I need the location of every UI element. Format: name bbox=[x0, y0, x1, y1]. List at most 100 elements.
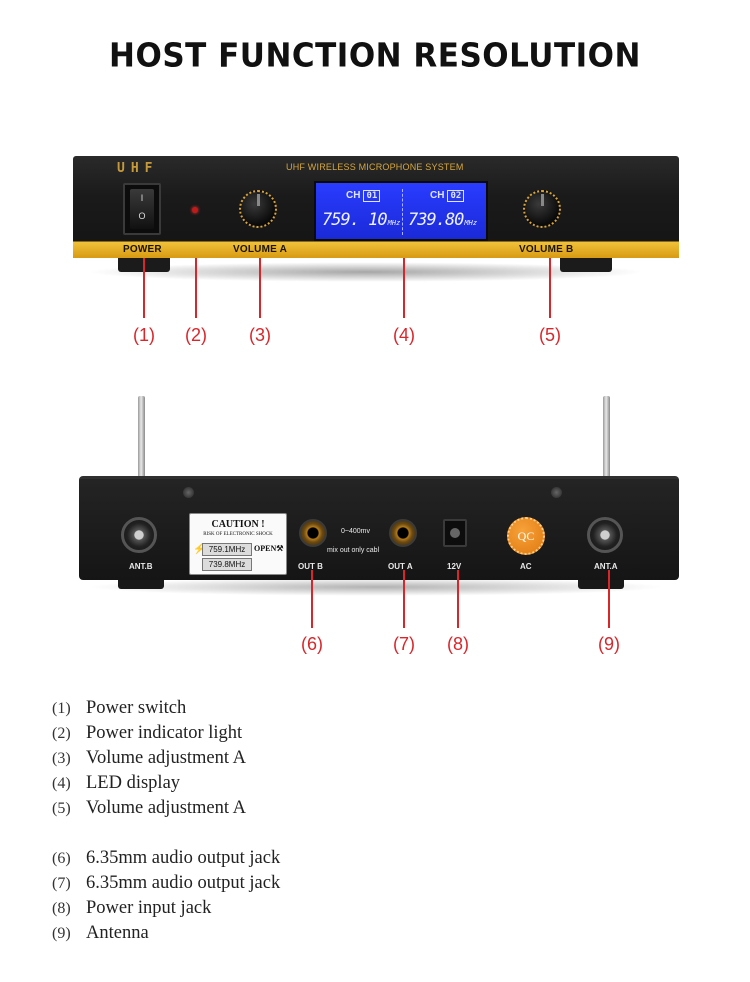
callout-line-1 bbox=[143, 258, 145, 318]
rear-panel: ANT.B CAUTION ! RISK OF ELECTRONIC SHOCK… bbox=[79, 476, 679, 580]
legend-num: (7) bbox=[52, 875, 71, 892]
antenna-b-connector[interactable] bbox=[121, 517, 157, 553]
out-b-label: OUT B bbox=[298, 562, 323, 571]
legend-item-1: (1) Power switch bbox=[52, 698, 186, 719]
callout-line-2 bbox=[195, 258, 197, 318]
legend-text: LED display bbox=[86, 773, 181, 793]
switch-off-mark: O bbox=[138, 211, 146, 221]
callout-1: (1) bbox=[133, 325, 155, 345]
screw-left bbox=[183, 487, 194, 498]
legend-num: (8) bbox=[52, 900, 71, 917]
legend-item-2: (2) Power indicator light bbox=[52, 723, 242, 744]
frequency-sticker-1: 759.1MHz bbox=[202, 543, 252, 556]
callout-9: (9) bbox=[598, 634, 620, 654]
legend-text: Power switch bbox=[86, 698, 187, 718]
callout-line-7 bbox=[403, 570, 405, 628]
front-foot-right bbox=[560, 258, 612, 272]
callout-4: (4) bbox=[393, 325, 415, 345]
callout-2: (2) bbox=[185, 325, 207, 345]
legend-num: (6) bbox=[52, 850, 71, 867]
page-title: HOST FUNCTION RESOLUTION bbox=[109, 37, 641, 75]
legend-text: Antenna bbox=[86, 923, 149, 943]
lcd-ch-label: CH bbox=[430, 190, 445, 201]
volume-b-label: VOLUME B bbox=[519, 244, 574, 255]
legend-num: (1) bbox=[52, 700, 71, 717]
callout-3: (3) bbox=[249, 325, 271, 345]
caution-title: CAUTION ! bbox=[211, 519, 265, 530]
switch-on-mark: I bbox=[140, 193, 144, 203]
front-panel: UHF UHF WIRELESS MICROPHONE SYSTEM I O C… bbox=[73, 156, 679, 258]
legend-num: (2) bbox=[52, 725, 71, 742]
lightning-bolt-icon: ⚡ bbox=[193, 544, 206, 555]
legend-text: 6.35mm audio output jack bbox=[86, 873, 281, 893]
callout-6: (6) bbox=[301, 634, 323, 654]
legend-num: (4) bbox=[52, 775, 71, 792]
callout-8: (8) bbox=[447, 634, 469, 654]
legend-item-4: (4) LED display bbox=[52, 773, 180, 794]
out-a-jack[interactable] bbox=[389, 519, 417, 547]
callout-line-4 bbox=[403, 258, 405, 318]
power-indicator-light bbox=[192, 207, 198, 213]
lcd-frequency-1: 759. 10MHz bbox=[322, 210, 400, 230]
ant-a-label: ANT.A bbox=[594, 562, 618, 571]
legend-text: Power input jack bbox=[86, 898, 212, 918]
volume-a-label: VOLUME A bbox=[233, 244, 288, 255]
lcd-divider bbox=[402, 189, 403, 235]
legend-item-5: (5) Volume adjustment A bbox=[52, 798, 246, 819]
legend-item-6: (6) 6.35mm audio output jack bbox=[52, 848, 280, 869]
legend-num: (3) bbox=[52, 750, 71, 767]
legend-text: Volume adjustment A bbox=[86, 798, 246, 818]
caution-label: CAUTION ! RISK OF ELECTRONIC SHOCK ⚡ 759… bbox=[189, 513, 287, 575]
lcd-unit: MHz bbox=[464, 219, 478, 227]
callout-line-3 bbox=[259, 258, 261, 318]
legend-num: (9) bbox=[52, 925, 71, 942]
volume-b-knob[interactable] bbox=[523, 190, 561, 228]
volume-a-knob[interactable] bbox=[239, 190, 277, 228]
legend-text: Volume adjustment A bbox=[86, 748, 246, 768]
front-gold-strip: POWER VOLUME A VOLUME B bbox=[73, 241, 679, 258]
power-input-jack[interactable] bbox=[443, 519, 467, 547]
lcd-ch-label: CH bbox=[346, 190, 361, 201]
callout-line-8 bbox=[457, 570, 459, 628]
lcd-frequency-2: 739.80MHz bbox=[408, 210, 477, 230]
open-text: OPEN bbox=[254, 544, 277, 553]
antenna-a-connector[interactable] bbox=[587, 517, 623, 553]
lcd-ch2-number: 02 bbox=[447, 190, 465, 202]
legend-item-9: (9) Antenna bbox=[52, 923, 149, 944]
legend-item-7: (7) 6.35mm audio output jack bbox=[52, 873, 280, 894]
system-title: UHF WIRELESS MICROPHONE SYSTEM bbox=[286, 162, 464, 172]
callout-line-6 bbox=[311, 570, 313, 628]
out-b-jack[interactable] bbox=[299, 519, 327, 547]
antenna-a bbox=[603, 396, 610, 514]
callout-7: (7) bbox=[393, 634, 415, 654]
lcd-ch1-number: 01 bbox=[363, 190, 381, 202]
callout-line-9 bbox=[608, 570, 610, 628]
callout-line-5 bbox=[549, 258, 551, 318]
lcd-unit: MHz bbox=[387, 219, 401, 227]
ac-label: AC bbox=[520, 562, 532, 571]
uhf-logo: UHF bbox=[117, 161, 159, 176]
lcd-freq2-value: 739.80 bbox=[408, 210, 464, 230]
legend-num: (5) bbox=[52, 800, 71, 817]
antenna-b bbox=[138, 396, 145, 514]
legend-text: Power indicator light bbox=[86, 723, 243, 743]
lcd-freq1-value: 759. 10 bbox=[322, 210, 388, 230]
mv-label: 0~400mv bbox=[341, 528, 370, 535]
tools-icon: ⚒ bbox=[276, 544, 284, 553]
open-mark: OPEN⚒ bbox=[254, 544, 283, 553]
callout-5: (5) bbox=[539, 325, 561, 345]
out-a-label: OUT A bbox=[388, 562, 413, 571]
legend-item-3: (3) Volume adjustment A bbox=[52, 748, 246, 769]
screw-right bbox=[551, 487, 562, 498]
12v-label: 12V bbox=[447, 562, 462, 571]
power-switch[interactable]: I O bbox=[123, 183, 161, 235]
power-label: POWER bbox=[123, 244, 162, 255]
rear-shadow bbox=[86, 578, 666, 596]
ant-b-label: ANT.B bbox=[129, 562, 153, 571]
frequency-sticker-2: 739.8MHz bbox=[202, 558, 252, 571]
caution-subtitle: RISK OF ELECTRONIC SHOCK bbox=[203, 532, 273, 537]
legend-text: 6.35mm audio output jack bbox=[86, 848, 281, 868]
